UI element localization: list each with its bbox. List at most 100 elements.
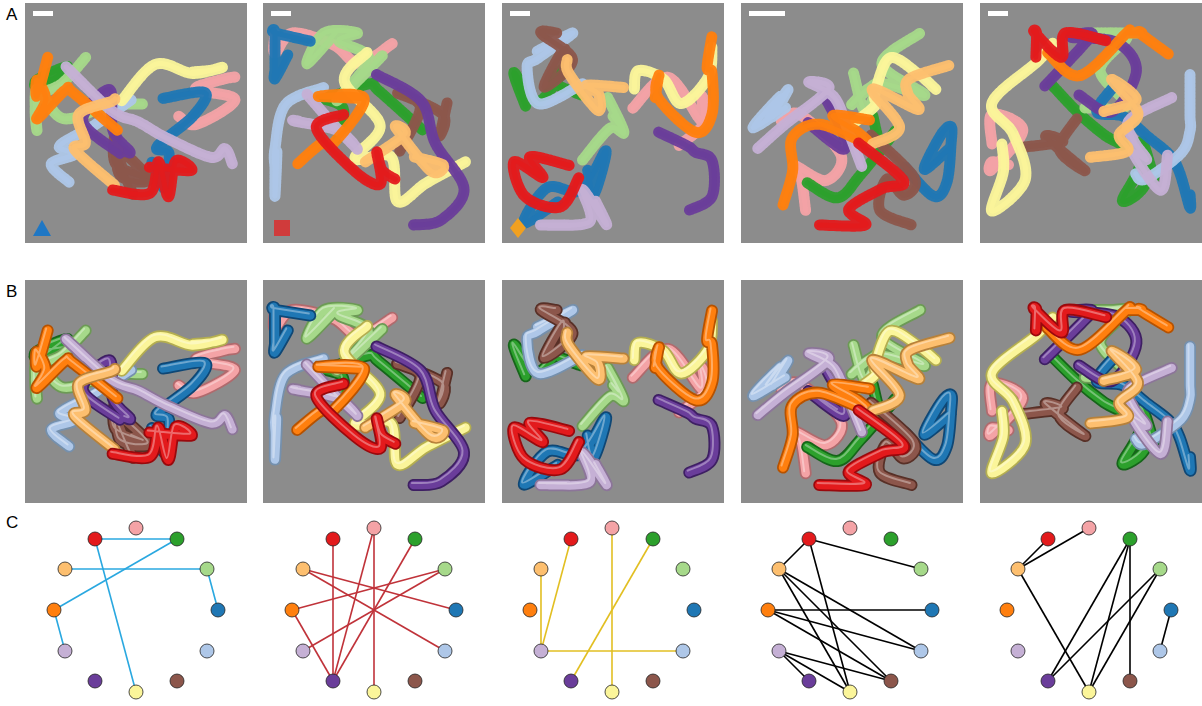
chromosome-traces (272, 30, 465, 225)
chromosome-dot (129, 685, 143, 699)
tube-shadow (655, 311, 713, 401)
localization-core (655, 36, 713, 133)
chromosome-dot (296, 562, 310, 576)
contact-line (1048, 569, 1160, 681)
chromosome-dot (200, 562, 214, 576)
localization-trace (74, 99, 115, 186)
chromosome-dot (802, 532, 816, 546)
localization-trace (1097, 83, 1191, 208)
tube-highlight (72, 367, 113, 447)
chromosome-dot (47, 603, 61, 617)
contact-line (779, 569, 891, 681)
chromosome-dot (646, 532, 660, 546)
localization-core (272, 30, 310, 79)
tube-highlight (1089, 349, 1137, 421)
contact-line (1089, 569, 1160, 692)
tube-shadow (1097, 354, 1191, 470)
tube-highlight (782, 382, 869, 465)
chromosome-dot (1041, 674, 1055, 688)
contact-line (333, 528, 374, 681)
localization-trace (1022, 119, 1086, 171)
localization-trace (113, 160, 192, 197)
contact-line (541, 650, 683, 652)
contact-line (571, 539, 653, 681)
chromosome-tubes (271, 305, 466, 485)
localization-core (783, 115, 870, 205)
microscopy-panel (741, 3, 963, 243)
localization-core (991, 43, 1052, 211)
contact-line (541, 539, 571, 651)
localization-core (659, 132, 715, 210)
model-panel (502, 280, 724, 503)
localization-core (1033, 30, 1106, 57)
tube-body (1097, 354, 1191, 470)
chromosome-tubes (751, 308, 951, 486)
chromosome-dot (285, 603, 299, 617)
localization-core (819, 143, 904, 226)
scale-bar (271, 11, 291, 16)
chromosome-dot (1041, 532, 1055, 546)
chromosome-dot (211, 603, 225, 617)
chromosome-dot (170, 674, 184, 688)
chromosome-traces (35, 57, 235, 197)
microscopy-panel (25, 3, 247, 243)
chromosome-dot (367, 685, 381, 699)
chromosome-dot (564, 532, 578, 546)
chromosome-dot (58, 644, 72, 658)
chromosome-dot (676, 562, 690, 576)
localization-trace (991, 43, 1052, 211)
tube-highlight (633, 319, 711, 372)
tube-body (316, 384, 395, 449)
contact-line (54, 539, 177, 610)
chromosome-dot (687, 603, 701, 617)
chromosome-dot (761, 603, 775, 617)
model-panel (741, 280, 963, 503)
localization-trace (1033, 30, 1106, 57)
tube-highlight (871, 336, 949, 409)
localization-trace (819, 143, 904, 226)
localization-core (316, 115, 395, 185)
panel-letter: C (6, 514, 18, 531)
contact-line (1048, 539, 1130, 681)
contact-line (768, 610, 891, 681)
localization-core (113, 160, 192, 197)
chromosome-dot (88, 674, 102, 688)
chromosome-dot (523, 603, 537, 617)
tube-highlight (565, 331, 622, 378)
chromosome-dot (605, 685, 619, 699)
chromosome-dot (1082, 521, 1096, 535)
tube-highlight (1032, 305, 1105, 330)
triangle-marker (33, 220, 51, 236)
localization-trace (272, 30, 310, 79)
chromosome-dot (802, 674, 816, 688)
localization-trace (634, 47, 712, 104)
tube-shadow (316, 384, 395, 449)
contact-line (1018, 569, 1089, 692)
tube-highlight (990, 315, 1051, 471)
localization-trace (659, 132, 715, 210)
chromosome-dot (605, 521, 619, 535)
chromosome-dot (676, 644, 690, 658)
diamond-marker (510, 218, 526, 238)
chromosome-dot (843, 521, 857, 535)
chromosome-dot (1011, 644, 1025, 658)
model-panel (25, 280, 247, 503)
contact-line (1089, 539, 1130, 692)
chromosome-dot (914, 562, 928, 576)
chromosome-dot (449, 603, 463, 617)
chromosome-dot (58, 562, 72, 576)
panel-letter: A (6, 6, 17, 23)
localization-trace (1090, 79, 1138, 157)
chromosome-dot (534, 644, 548, 658)
chromosome-dot (200, 644, 214, 658)
scale-bar (510, 11, 530, 16)
localization-core (122, 63, 223, 100)
localization-trace (122, 63, 223, 100)
model-panel (980, 280, 1202, 503)
contact-line (332, 539, 334, 681)
localization-core (1022, 119, 1086, 171)
chromosome-dot (438, 644, 452, 658)
chromosome-dot (326, 674, 340, 688)
localization-trace (872, 65, 950, 144)
